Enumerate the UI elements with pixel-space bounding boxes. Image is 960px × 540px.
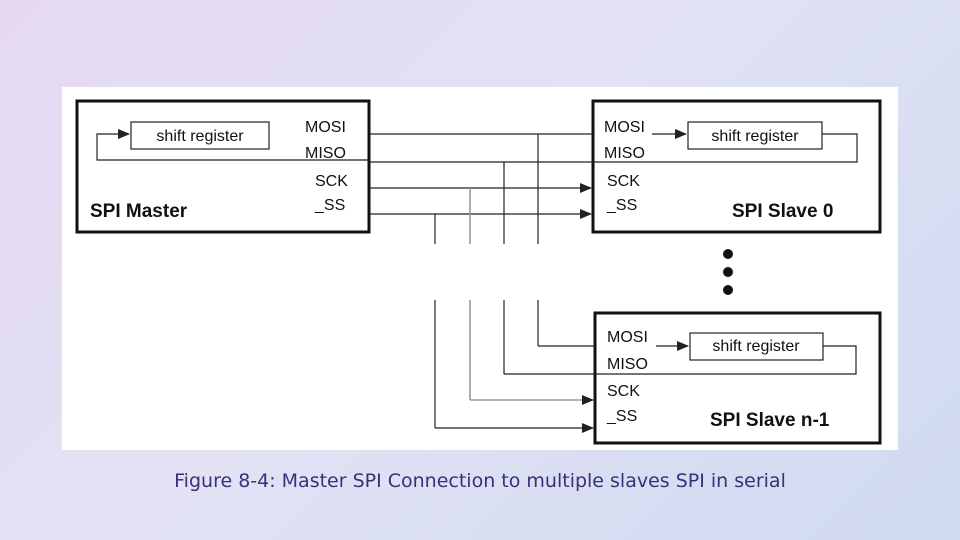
spi-diagram: shift register MOSI MISO SCK _SS SPI Mas… bbox=[62, 87, 898, 450]
slaveN-pin-ss: _SS bbox=[606, 408, 637, 425]
slave0-title: SPI Slave 0 bbox=[732, 201, 833, 222]
master-pin-miso: MISO bbox=[305, 145, 346, 162]
figure-caption: Figure 8‑4: Master SPI Connection to mul… bbox=[174, 470, 786, 492]
slaveN-shift-register-label: shift register bbox=[712, 338, 800, 355]
continuation-dot bbox=[723, 267, 733, 277]
master-pin-mosi: MOSI bbox=[305, 119, 346, 136]
slave0-shift-register bbox=[687, 121, 823, 150]
master-pin-sck: SCK bbox=[315, 173, 348, 190]
spi-diagram-svg: shift register MOSI MISO SCK _SS SPI Mas… bbox=[75, 99, 882, 445]
slaveN-pin-mosi: MOSI bbox=[607, 329, 648, 346]
slaveN-title: SPI Slave n-1 bbox=[710, 410, 830, 431]
continuation-dot bbox=[723, 249, 733, 259]
slaveN-pin-sck: SCK bbox=[607, 383, 640, 400]
master-shift-register bbox=[130, 121, 270, 150]
continuation-dot bbox=[723, 285, 733, 295]
master-shift-register-label: shift register bbox=[156, 128, 244, 145]
slave0-pin-miso: MISO bbox=[604, 145, 645, 162]
slaveN-pin-miso: MISO bbox=[607, 356, 648, 373]
slave0-pin-ss: _SS bbox=[606, 197, 637, 214]
slaveN-shift-register bbox=[689, 332, 824, 361]
master-title: SPI Master bbox=[90, 201, 188, 222]
slaveN-feedback-wire bbox=[595, 345, 857, 375]
slave0-feedback-wire bbox=[593, 133, 858, 163]
slave0-shift-register-label: shift register bbox=[711, 128, 799, 145]
slave0-pin-mosi: MOSI bbox=[604, 119, 645, 136]
master-pin-ss: _SS bbox=[314, 197, 345, 214]
master-feedback-wire bbox=[96, 129, 369, 161]
slave0-pin-sck: SCK bbox=[607, 173, 640, 190]
